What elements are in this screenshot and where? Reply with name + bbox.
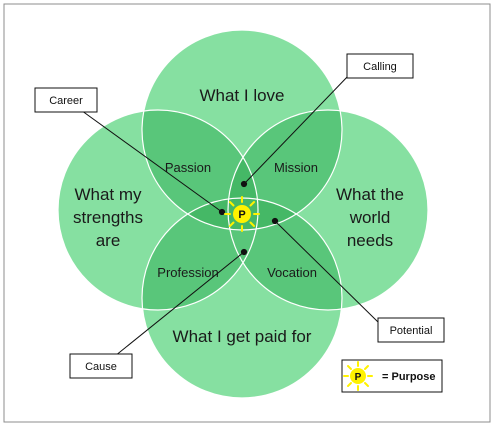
purpose-sun-icon: P bbox=[224, 196, 260, 232]
legend-sun-icon: P bbox=[343, 361, 373, 391]
callout-calling: Calling bbox=[346, 53, 414, 79]
label-world-line3: needs bbox=[347, 231, 393, 250]
legend-letter: P bbox=[355, 372, 362, 383]
callout-cause: Cause bbox=[69, 353, 133, 379]
callout-potential: Potential bbox=[377, 317, 445, 343]
callout-cause-label: Cause bbox=[85, 361, 117, 373]
label-strengths-line1: What my bbox=[74, 185, 142, 204]
connector-lines bbox=[77, 73, 379, 361]
label-vocation: Vocation bbox=[267, 265, 317, 280]
callout-career: Career bbox=[34, 87, 98, 113]
callout-calling-label: Calling bbox=[363, 61, 397, 73]
label-strengths-line2: strengths bbox=[73, 208, 143, 227]
label-what-i-love: What I love bbox=[199, 86, 284, 105]
callout-career-label: Career bbox=[49, 95, 83, 107]
label-paid-for: What I get paid for bbox=[173, 327, 312, 346]
legend: P = Purpose bbox=[341, 359, 443, 393]
label-passion: Passion bbox=[165, 160, 211, 175]
legend-label: = Purpose bbox=[382, 371, 436, 383]
connector-career bbox=[77, 107, 223, 213]
label-world-line1: What the bbox=[336, 185, 404, 204]
callout-potential-label: Potential bbox=[390, 325, 433, 337]
label-mission: Mission bbox=[274, 160, 318, 175]
connector-cause bbox=[109, 251, 245, 361]
center-letter: P bbox=[238, 209, 245, 221]
label-profession: Profession bbox=[157, 265, 218, 280]
label-world-line2: world bbox=[349, 208, 391, 227]
label-strengths-line3: are bbox=[96, 231, 121, 250]
connector-potential bbox=[274, 220, 379, 323]
connector-calling bbox=[243, 73, 351, 185]
